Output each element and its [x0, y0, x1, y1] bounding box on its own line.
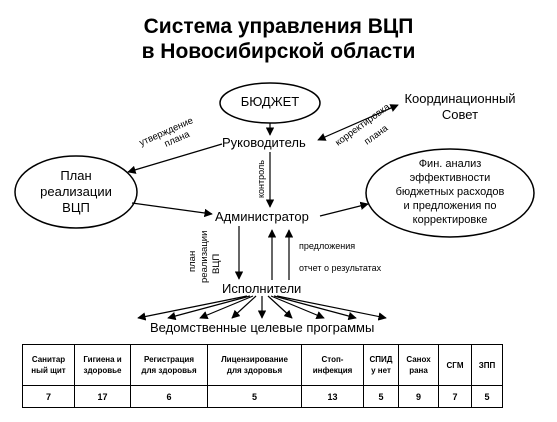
arrow-leader-council: [317, 104, 399, 141]
program-count-3: 6: [130, 385, 208, 408]
analysis-label: Фин. анализ эффективности бюджетных расх…: [370, 157, 530, 227]
program-counts-row: 7 17 6 5 13 5 9 7 5: [22, 385, 503, 408]
program-name-1: Санитар ный щит: [22, 344, 75, 386]
arrow-plan-admin: [131, 202, 213, 218]
program-name-5-line-1: Стоп-: [321, 355, 344, 364]
admin-label: Администратор: [215, 209, 309, 224]
program-name-1-line-2: ный щит: [31, 366, 66, 375]
program-name-2: Гигиена и здоровье: [74, 344, 131, 386]
program-count-4: 5: [207, 385, 302, 408]
program-name-2-line-2: здоровье: [83, 366, 122, 375]
label-plan-vcp-1: план: [187, 251, 198, 272]
council-line-2: Совет: [441, 107, 479, 122]
arrow-leader-plan: [127, 143, 223, 174]
leader-label: Руководитель: [222, 135, 306, 150]
program-name-4: Лицензирование для здоровья: [207, 344, 302, 386]
analysis-ellipse: [365, 148, 535, 238]
program-name-7-line-1: Санох: [406, 355, 431, 364]
program-name-1-line-1: Санитар: [31, 355, 66, 364]
program-count-7: 9: [398, 385, 439, 408]
program-count-5: 13: [301, 385, 364, 408]
program-count-9: 5: [471, 385, 503, 408]
program-name-2-line-1: Гигиена и: [83, 355, 122, 364]
program-count-2: 17: [74, 385, 131, 408]
arrow-program-6: [267, 295, 293, 319]
program-count-8: 7: [438, 385, 472, 408]
plan-line-1: План: [60, 168, 92, 183]
program-name-6-line-2: у нет: [371, 366, 391, 375]
council-line-1: Координационный: [404, 91, 516, 106]
arrow-program-7: [270, 295, 325, 319]
program-name-9: ЗПП: [471, 344, 503, 386]
program-name-4-line-2: для здоровья: [226, 366, 283, 375]
program-name-7-line-2: рана: [409, 366, 428, 375]
council-label: Координационный Совет: [395, 91, 525, 123]
program-name-3-line-2: для здоровья: [141, 366, 197, 375]
program-name-6: СПИД у нет: [363, 344, 399, 386]
arrow-admin-analysis: [319, 201, 369, 217]
program-name-3-line-1: Регистрация: [143, 355, 195, 364]
analysis-line-4: и предложения по: [403, 200, 497, 212]
program-name-6-line-1: СПИД: [369, 355, 393, 364]
programs-heading: Ведомственные целевые программы: [150, 320, 375, 335]
analysis-line-1: Фин. анализ: [418, 158, 482, 170]
program-name-3: Регистрация для здоровья: [130, 344, 208, 386]
program-count-1: 7: [22, 385, 75, 408]
report-label: отчет о результатах: [299, 263, 382, 273]
plan-label: План реализации ВЦП: [16, 168, 136, 216]
title-line-1: Система управления ВЦП: [143, 15, 414, 38]
plan-line-3: ВЦП: [62, 200, 90, 215]
title-line-2: в Новосибирской области: [141, 40, 416, 63]
label-plan-vcp-3: ВЦП: [211, 254, 222, 274]
plan-line-2: реализации: [40, 184, 112, 199]
program-count-6: 5: [363, 385, 399, 408]
arrow-program-8: [273, 295, 357, 321]
arrow-program-4: [231, 295, 257, 319]
program-name-8: СГМ: [438, 344, 472, 386]
analysis-line-3: бюджетных расходов: [395, 186, 505, 198]
analysis-line-2: эффективности: [409, 172, 491, 184]
proposals-label: предложения: [299, 241, 356, 251]
arrow-program-3: [199, 295, 254, 319]
executors-label: Исполнители: [222, 281, 302, 296]
program-name-4-line-1: Лицензирование: [221, 355, 288, 364]
arrow-program-1: [137, 295, 248, 321]
arrow-program-9: [276, 295, 387, 321]
label-control: контроль: [256, 160, 266, 198]
analysis-line-5: корректировке: [412, 214, 488, 226]
program-names-row: Санитар ный щит Гигиена и здоровье Регистр…: [22, 344, 503, 386]
program-name-9-line-1: ЗПП: [478, 360, 496, 370]
programs-table: Санитар ный щит Гигиена и здоровье Регистр…: [22, 344, 503, 408]
arrow-program-2: [167, 295, 251, 321]
program-name-8-line-1: СГМ: [446, 360, 464, 370]
budget-label: БЮДЖЕТ: [240, 94, 300, 109]
program-name-5: Стоп-инфекция: [301, 344, 364, 386]
label-plan-vcp-2: реализации: [199, 231, 210, 283]
plan-ellipse: [14, 155, 138, 229]
program-name-7: Санох рана: [398, 344, 439, 386]
program-name-5-line-2: инфекция: [312, 366, 353, 375]
